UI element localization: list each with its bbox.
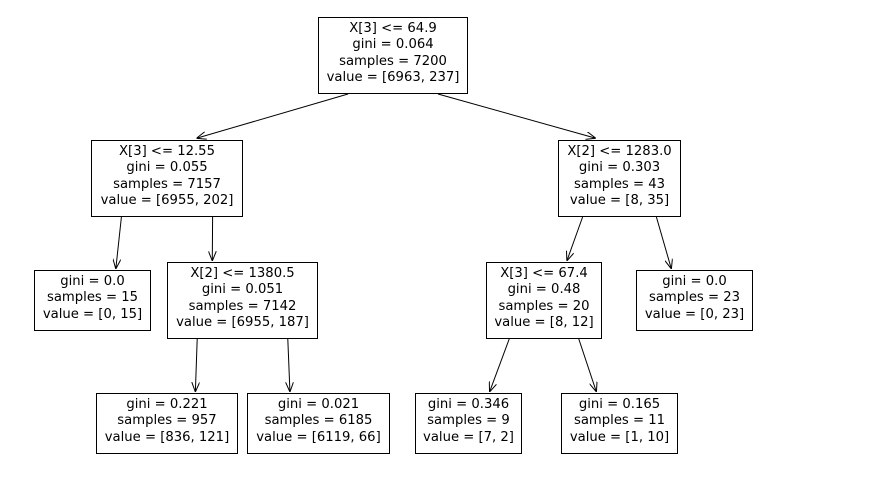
node-text-line: gini = 0.165 — [578, 397, 661, 412]
edge-n0-n1 — [197, 93, 349, 138]
edge-n1-n2 — [116, 216, 122, 268]
node-text-line: gini = 0.051 — [201, 282, 284, 298]
node-text-line: gini = 0.221 — [126, 397, 208, 412]
node-text-line: samples = 7200 — [339, 53, 447, 69]
node-text-line: value = [836, 121] — [104, 429, 230, 445]
node-text-line: gini = 0.48 — [507, 282, 581, 298]
edge-n3-n4 — [195, 338, 197, 391]
node-text-line: gini = 0.346 — [427, 397, 510, 412]
node-text-line: gini = 0.021 — [277, 397, 360, 412]
node-text-line: value = [8, 35] — [569, 193, 670, 209]
edge-n7-n8 — [490, 338, 510, 391]
node-text-line: value = [0, 15] — [42, 306, 143, 322]
node-text-line: samples = 7142 — [188, 298, 297, 314]
node-text-line: X[2] <= 1283.0 — [567, 144, 672, 159]
node-text-line: value = [0, 23] — [644, 306, 745, 322]
node-text-line: gini = 0.0 — [60, 274, 125, 289]
node-text-line: gini = 0.064 — [352, 37, 434, 53]
node-text-line: value = [6955, 187] — [176, 315, 309, 331]
node-text-line: samples = 23 — [648, 290, 741, 306]
node-text-line: gini = 0.0 — [662, 274, 727, 289]
node-text-line: samples = 20 — [498, 298, 590, 314]
node-text-line: samples = 15 — [46, 290, 139, 306]
node-text-line: value = [1, 10] — [569, 429, 670, 445]
edge-n0-n6 — [437, 93, 595, 138]
node-text-line: gini = 0.303 — [578, 160, 661, 176]
node-text-line: samples = 6185 — [264, 413, 373, 429]
node-text-line: value = [6963, 237] — [326, 70, 460, 86]
node-text-line: samples = 9 — [427, 413, 510, 429]
edge-n6-n10 — [655, 216, 671, 268]
node-text-line: samples = 957 — [117, 413, 217, 429]
node-text-line: X[2] <= 1380.5 — [190, 266, 295, 281]
node-text-line: value = [6119, 66] — [256, 429, 381, 445]
node-text-line: value = [6955, 202] — [100, 193, 234, 209]
node-text-line: samples = 11 — [573, 413, 666, 429]
node-text-line: samples = 43 — [573, 176, 666, 192]
node-text-line: value = [8, 12] — [494, 315, 594, 331]
edge-n3-n5 — [288, 338, 290, 391]
node-text-line: value = [7, 2] — [423, 429, 514, 445]
node-text-line: X[3] <= 67.4 — [500, 266, 588, 281]
node-text-line: X[3] <= 12.55 — [119, 144, 215, 159]
node-text-line: gini = 0.055 — [126, 160, 208, 176]
edge-n7-n9 — [578, 338, 596, 391]
node-text-line: X[3] <= 64.9 — [349, 21, 437, 36]
edge-n6-n7 — [567, 216, 584, 260]
node-text-line: samples = 7157 — [113, 176, 221, 192]
